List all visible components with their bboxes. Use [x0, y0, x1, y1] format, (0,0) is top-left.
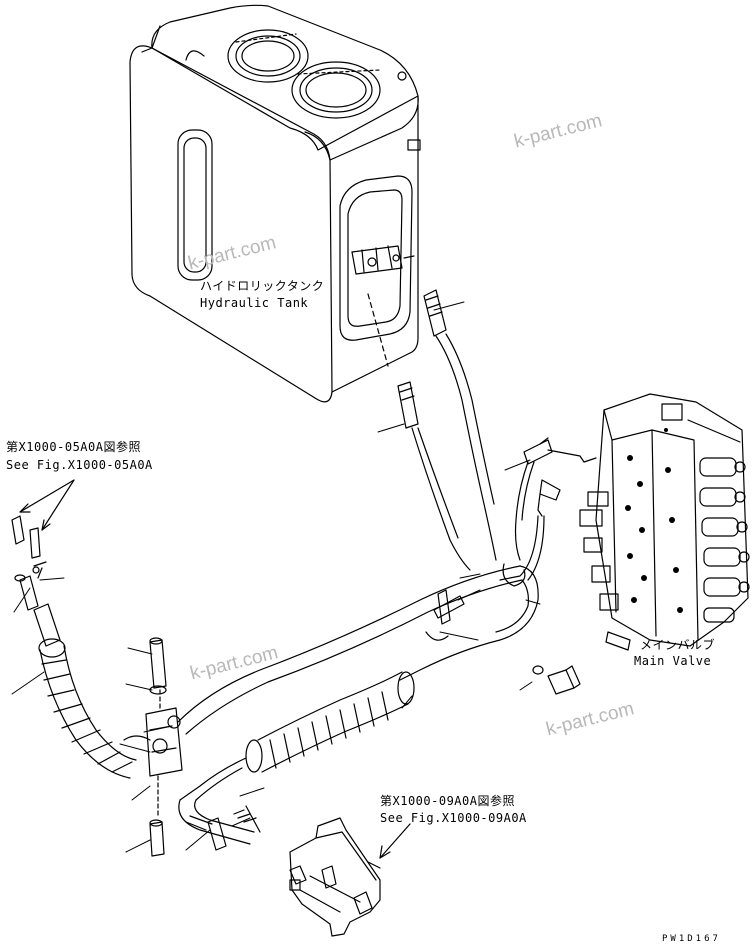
spiral-guard-left — [11, 515, 137, 779]
valve-label-en: Main Valve — [634, 654, 712, 668]
return-hoses — [367, 289, 497, 571]
bracket-assembly — [289, 817, 411, 937]
pilot-hose — [499, 437, 597, 581]
lower-hoses — [185, 805, 261, 851]
main-valve — [579, 393, 750, 651]
ref2-label-jp: 第X1000-09A0A図参照 — [380, 794, 515, 808]
clamp-assembly — [123, 637, 183, 857]
tank-label-jp: ハイドロリックタンク — [200, 279, 325, 293]
valve-label-jp: メインバルブ — [640, 638, 716, 652]
ref1-label-en: See Fig.X1000-05A0A — [6, 458, 153, 472]
leader-lines — [11, 301, 541, 853]
spiral-guard-middle — [178, 671, 415, 845]
hose-routing — [177, 563, 581, 735]
ref2-label-en: See Fig.X1000-09A0A — [380, 811, 527, 825]
drawing-code: PW1D167 — [662, 934, 721, 944]
tank-label-en: Hydraulic Tank — [200, 296, 309, 310]
hydraulic-tank — [129, 4, 421, 403]
ref1-label-jp: 第X1000-05A0A図参照 — [6, 440, 141, 454]
ref1-arrows — [19, 479, 75, 531]
